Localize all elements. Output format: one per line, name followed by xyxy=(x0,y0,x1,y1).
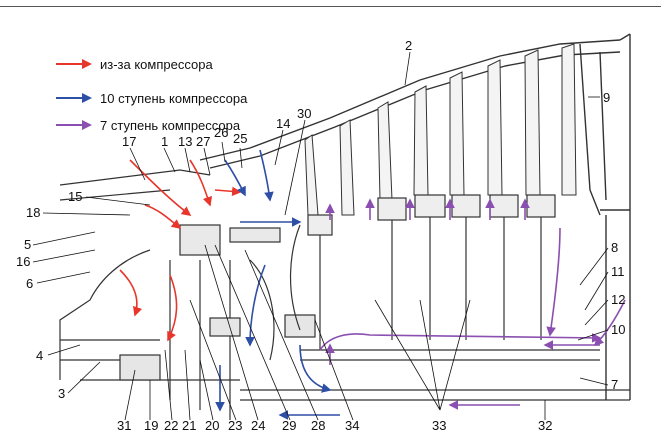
callout-16: 16 xyxy=(16,254,30,269)
red-arrow-icon xyxy=(56,59,92,69)
callout-13: 13 xyxy=(178,134,192,149)
legend-item-red: из-за компрессора xyxy=(56,55,213,73)
legend-label-red: из-за компрессора xyxy=(100,56,213,72)
leader-lines xyxy=(32,51,609,421)
callout-26: 26 xyxy=(214,125,228,140)
front-bearing-structure xyxy=(59,169,316,420)
callout-31: 31 xyxy=(117,418,131,433)
callout-9: 9 xyxy=(603,90,610,105)
callout-3: 3 xyxy=(58,386,65,401)
blue-airflow-paths xyxy=(215,149,340,420)
legend-item-blue: 10 ступень компрессора xyxy=(56,89,247,107)
legend-label-blue: 10 ступень компрессора xyxy=(100,90,248,106)
callout-14: 14 xyxy=(276,116,290,131)
callout-27: 27 xyxy=(196,134,210,149)
red-airflow-paths xyxy=(119,159,242,342)
purple-arrow-icon xyxy=(56,120,92,130)
purple-airflow-paths xyxy=(319,198,626,410)
callout-4: 4 xyxy=(36,348,43,363)
callout-25: 25 xyxy=(233,131,247,146)
compressor-disks xyxy=(240,194,630,401)
callout-11: 11 xyxy=(611,264,625,279)
callout-labels: 1 2 3 4 5 6 7 8 9 10 11 12 13 14 15 16 1… xyxy=(16,38,625,433)
callout-33: 33 xyxy=(432,418,446,433)
callout-7: 7 xyxy=(611,377,618,392)
callout-10: 10 xyxy=(611,322,625,337)
callout-1: 1 xyxy=(161,134,168,149)
callout-15: 15 xyxy=(68,189,82,204)
callout-2: 2 xyxy=(405,38,412,53)
callout-6: 6 xyxy=(26,276,33,291)
callout-5: 5 xyxy=(24,237,31,252)
callout-29: 29 xyxy=(282,418,296,433)
callout-21: 21 xyxy=(182,418,196,433)
callout-23: 23 xyxy=(228,418,242,433)
callout-30: 30 xyxy=(297,106,311,121)
callout-19: 19 xyxy=(144,418,158,433)
callout-17: 17 xyxy=(122,134,136,149)
compressor-blades xyxy=(304,43,577,216)
callout-32: 32 xyxy=(538,418,552,433)
blue-arrow-icon xyxy=(56,93,92,103)
callout-28: 28 xyxy=(311,418,325,433)
top-rule xyxy=(0,6,661,7)
callout-24: 24 xyxy=(251,418,265,433)
callout-12: 12 xyxy=(611,292,625,307)
callout-18: 18 xyxy=(26,205,40,220)
callout-8: 8 xyxy=(611,240,618,255)
callout-22: 22 xyxy=(164,418,178,433)
callout-20: 20 xyxy=(205,418,219,433)
legend-label-purple: 7 ступень компрессора xyxy=(100,117,241,133)
callout-34: 34 xyxy=(345,418,359,433)
legend-item-purple: 7 ступень компрессора xyxy=(56,116,240,134)
